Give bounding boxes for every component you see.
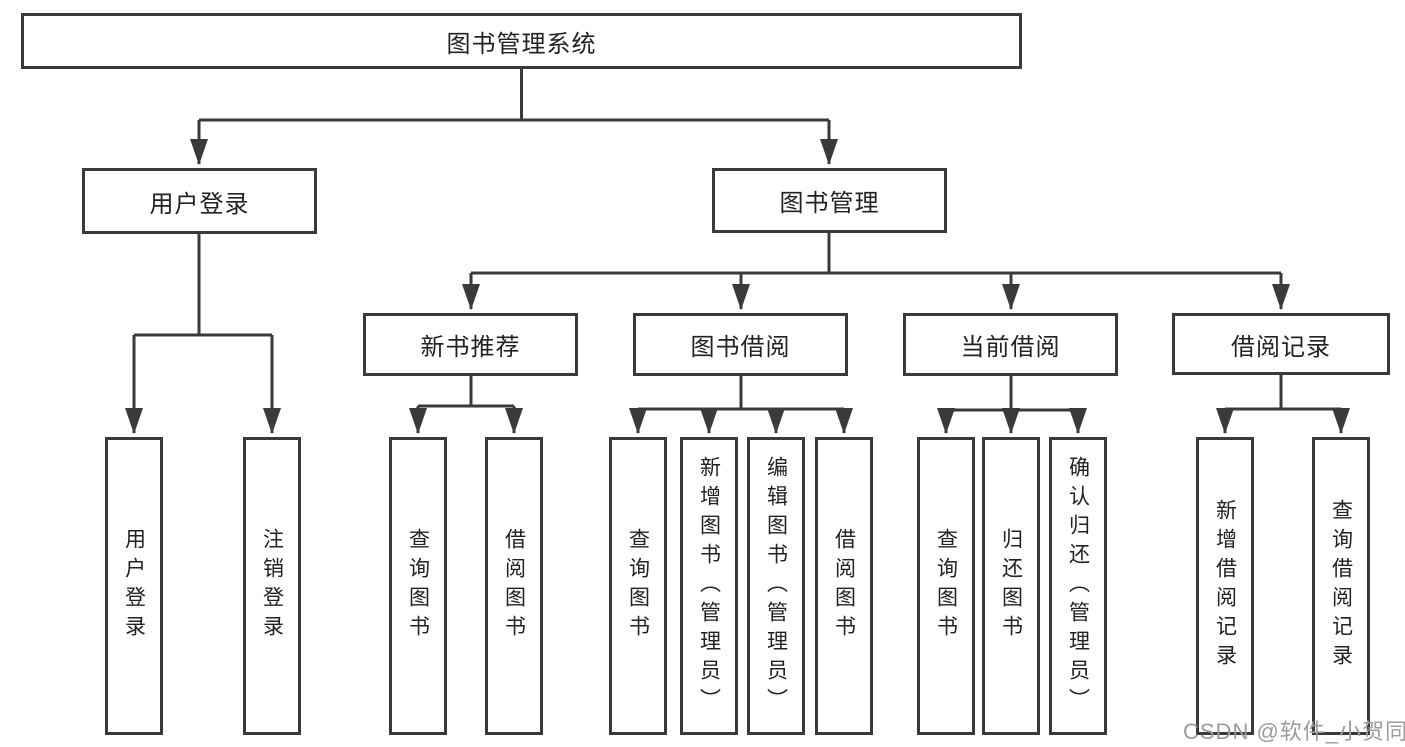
- leaf-add-borrow-record-label: 新增借阅记录: [1213, 499, 1237, 673]
- leaf-current-query-books-label: 查询图书: [934, 528, 958, 644]
- csdn-watermark: CSDN @软件_小贺同学: [1183, 719, 1405, 744]
- leaf-return-books: 归还图书: [982, 437, 1040, 735]
- leaf-borrow-books-label: 借阅图书: [832, 528, 856, 644]
- connector-book-borrow-children: [629, 376, 853, 434]
- leaf-current-query-books: 查询图书: [917, 437, 975, 735]
- connector-user-login-children: [125, 234, 281, 434]
- leaf-user-login-label: 用户登录: [122, 528, 146, 644]
- leaf-edit-books-admin-label: 编辑图书（管理员）: [764, 455, 788, 717]
- leaf-add-books-admin: 新增图书（管理员）: [680, 437, 738, 735]
- connector-root-to-level2: [190, 69, 838, 165]
- node-book-management: 图书管理: [712, 168, 947, 233]
- node-book-borrow-label: 图书借阅: [690, 334, 791, 361]
- node-root-system: 图书管理系统: [21, 13, 1022, 69]
- leaf-logout: 注销登录: [243, 437, 301, 735]
- leaf-borrow-query-books-label: 查询图书: [626, 528, 650, 644]
- connector-new-book-children: [409, 376, 523, 434]
- connector-current-borrow-children: [937, 376, 1087, 434]
- node-borrow-record: 借阅记录: [1172, 313, 1390, 375]
- node-book-borrow: 图书借阅: [633, 313, 848, 376]
- leaf-confirm-return-admin-label: 确认归还（管理员）: [1066, 455, 1090, 717]
- leaf-query-borrow-record-label: 查询借阅记录: [1329, 499, 1353, 673]
- node-book-management-label: 图书管理: [779, 190, 880, 217]
- connector-book-mgmt-children: [462, 233, 1290, 310]
- node-borrow-record-label: 借阅记录: [1231, 333, 1331, 361]
- leaf-add-borrow-record: 新增借阅记录: [1196, 437, 1254, 735]
- leaf-confirm-return-admin: 确认归还（管理员）: [1049, 437, 1107, 735]
- leaf-query-borrow-record: 查询借阅记录: [1312, 437, 1370, 735]
- leaf-rec-borrow-books-label: 借阅图书: [502, 528, 526, 644]
- node-new-book-recommend: 新书推荐: [363, 313, 578, 376]
- leaf-rec-borrow-books: 借阅图书: [485, 437, 543, 735]
- node-root-label: 图书管理系统: [446, 30, 597, 58]
- leaf-rec-query-books: 查询图书: [389, 437, 447, 735]
- leaf-user-login: 用户登录: [105, 437, 163, 735]
- node-current-borrow-label: 当前借阅: [960, 334, 1061, 361]
- node-user-login: 用户登录: [82, 168, 317, 234]
- leaf-logout-label: 注销登录: [260, 528, 284, 644]
- connector-borrow-record-children: [1216, 375, 1350, 434]
- leaf-add-books-admin-label: 新增图书（管理员）: [697, 455, 721, 717]
- node-current-borrow: 当前借阅: [903, 313, 1118, 376]
- leaf-edit-books-admin: 编辑图书（管理员）: [747, 437, 805, 735]
- leaf-borrow-books: 借阅图书: [815, 437, 873, 735]
- node-new-book-recommend-label: 新书推荐: [420, 334, 521, 361]
- leaf-borrow-query-books: 查询图书: [609, 437, 667, 735]
- leaf-rec-query-books-label: 查询图书: [406, 528, 430, 644]
- node-user-login-label: 用户登录: [149, 190, 250, 218]
- leaf-return-books-label: 归还图书: [999, 528, 1023, 644]
